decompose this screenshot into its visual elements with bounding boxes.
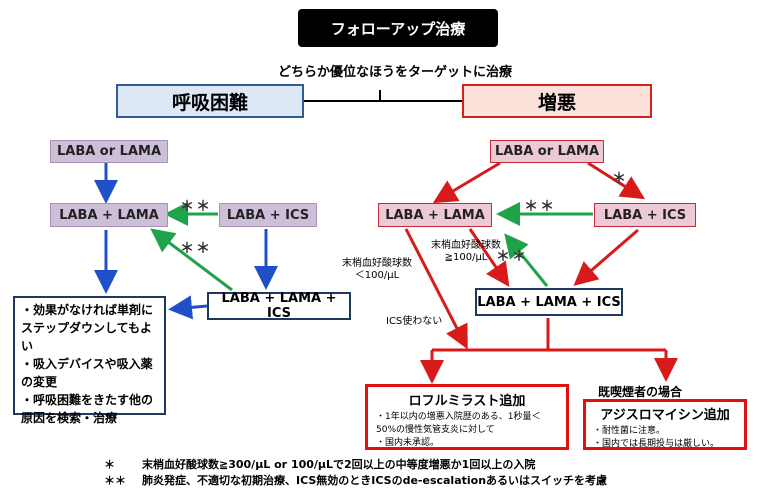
label-eosinophil-high: 末梢血好酸球数 ≧100/μL [431,240,501,263]
roflumilast-line: ・1年以内の増悪入院歴のある、1秒量＜50%の慢性気管支炎に対して [376,412,541,435]
page-title: フォローアップ治療 [298,9,498,47]
roflumilast-line: ・国内未承認。 [376,438,440,448]
footnote-text: 肺炎発症、不適切な初期治療、ICS無効のときICSのde-escalationあ… [142,474,608,487]
right-triple-therapy-box: LABA + LAMA + ICS [475,288,623,316]
azithromycin-line: ・国内では長期投与は厳しい。 [593,439,720,449]
left-note-box: ・効果がなければ単剤にステップダウンしてもよい ・吸入デバイスや吸入薬の変更 ・… [13,296,166,425]
arrow-right-ics-to-triple [573,228,639,286]
note-line: ・効果がなければ単剤にステップダウンしてもよい [21,303,154,353]
left-laba-ics-box: LABA + ICS [219,203,317,227]
right-star-single: ＊ [612,171,628,187]
header-dyspnea: 呼吸困難 [116,84,304,118]
roflumilast-box: ロフルミラスト追加 ・1年以内の増悪入院歴のある、1秒量＜50%の慢性気管支炎に… [365,384,569,450]
arrow-right-mid-to-triple [468,228,510,287]
arrow-right-top-to-ics [587,161,646,200]
footnote-double-star: ＊＊ 肺炎発症、不適切な初期治療、ICS無効のときICSのde-escalatio… [104,472,607,488]
header-exacerbation: 増悪 [462,84,652,118]
left-laba-or-lama-box: LABA or LAMA [50,140,168,163]
label-eosinophil-low: 末梢血好酸球数 ＜100/μL [342,258,412,281]
arrow-right-top-to-mid [432,161,501,204]
azithromycin-title: アジスロマイシン追加 [600,408,730,423]
footnote-mark: ＊＊ [104,474,126,487]
right-laba-or-lama-box: LABA or LAMA [490,140,604,163]
right-stars-top: ＊＊ [524,199,556,215]
label-former-smoker: 既喫煙者の場合 [598,385,683,399]
footnote-mark: ＊ [104,458,115,471]
azithromycin-box: アジスロマイシン追加 ・耐性菌に注意。 ・国内では長期投与は厳しい。 [583,399,747,450]
left-stars-diagonal: ＊＊ [180,241,212,257]
note-line: ・呼吸困難をきたす他の原因を検索・治療 [21,393,154,425]
note-line: ・吸入デバイスや吸入薬の変更 [21,357,153,389]
right-laba-lama-box: LABA + LAMA [378,203,492,227]
arrow-left-triple-to-note [168,295,208,320]
arrow-right-mid-to-branch [404,228,468,350]
azithromycin-line: ・耐性菌に注意。 [593,426,666,436]
footnote-single-star: ＊ 末梢血好酸球数≧300/μL or 100/μLで2回以上の中等度増悪か1回以… [104,456,535,472]
footnote-text: 末梢血好酸球数≧300/μL or 100/μLで2回以上の中等度増悪か1回以上… [142,458,536,471]
right-laba-ics-box: LABA + ICS [594,203,696,227]
left-stars-top: ＊＊ [180,199,212,215]
label-no-ics: ICS使わない [386,316,443,327]
left-triple-therapy-box: LABA + LAMA + ICS [207,291,351,321]
page-subtitle: どちらか優位なほうをターゲットに治療 [277,64,512,80]
arrow-right-triple-to-mid [504,233,549,287]
roflumilast-title: ロフルミラスト追加 [408,394,526,409]
arrow-left-triple-to-mid [150,228,233,292]
right-stars-diagonal: ＊＊ [496,249,528,265]
left-laba-lama-box: LABA + LAMA [50,203,168,227]
